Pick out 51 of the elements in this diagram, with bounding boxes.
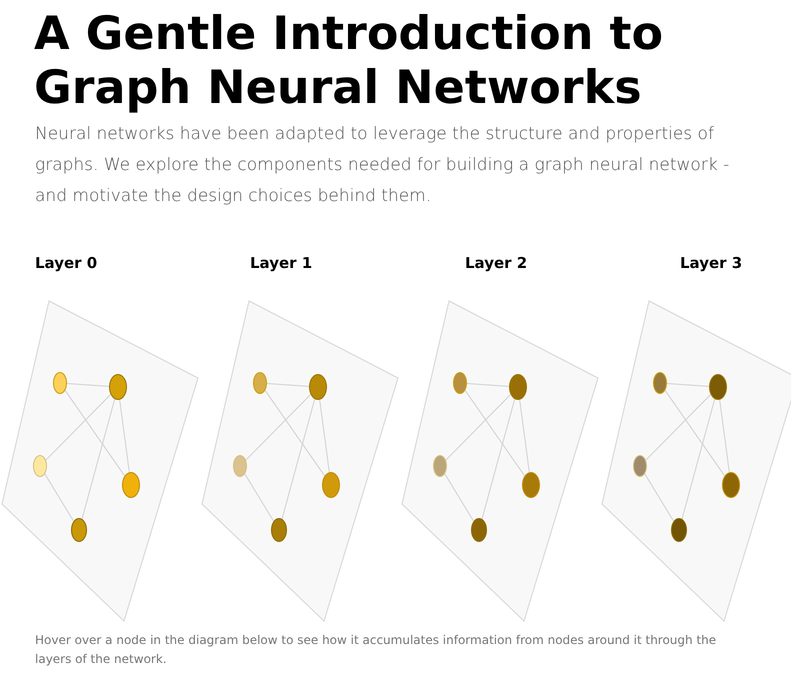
page-title: A Gentle Introduction to Graph Neural Networks xyxy=(34,6,664,114)
graph-edge xyxy=(466,382,510,387)
graph-node xyxy=(433,455,447,477)
graph-node xyxy=(109,374,127,400)
intro-paragraph: Neural networks have been adapted to leverage the structure and properties of graphs. We explore the components needed for building a graph neural network - and motivate the design choices behind them. xyxy=(35,123,730,208)
graph-node xyxy=(253,372,267,394)
graph-node xyxy=(233,455,247,477)
graph-edge xyxy=(64,390,126,476)
graph-edge xyxy=(266,382,310,387)
layer-heading: Layer 3 xyxy=(680,254,742,272)
layer-heading: Layer 1 xyxy=(250,254,312,272)
graph-edge xyxy=(519,399,530,473)
graph-edge xyxy=(682,398,716,520)
graph-node xyxy=(671,518,687,542)
graph-edge xyxy=(119,399,130,473)
graph-edge xyxy=(245,394,312,461)
layer-heading: Layer 2 xyxy=(465,254,528,272)
graph-node xyxy=(653,372,667,394)
graph-node xyxy=(309,374,327,400)
graph-edge xyxy=(664,390,726,476)
graph-edge xyxy=(464,390,526,476)
graph-node xyxy=(53,372,67,394)
layer-heading: Layer 0 xyxy=(35,254,98,272)
graph-node xyxy=(633,455,647,477)
graph-edge xyxy=(445,394,512,461)
graph-node xyxy=(322,472,340,498)
graph-edge xyxy=(719,399,730,473)
graph-edge xyxy=(645,394,712,461)
graph-edge xyxy=(66,382,110,387)
graph-edge xyxy=(244,473,274,522)
graph-node xyxy=(122,472,140,498)
graph-edge xyxy=(45,394,112,461)
graph-node xyxy=(722,472,740,498)
graph-node xyxy=(471,518,487,542)
graph-edge xyxy=(264,390,326,476)
graph-node xyxy=(522,472,540,498)
graph-node xyxy=(453,372,467,394)
graph-node xyxy=(509,374,527,400)
graph-edge xyxy=(644,473,674,522)
graph-edge xyxy=(82,398,116,520)
graph-edge xyxy=(444,473,474,522)
graph-edge xyxy=(666,382,710,387)
graph-edge xyxy=(319,399,330,473)
graph-edge xyxy=(482,398,516,520)
graph-node xyxy=(271,518,287,542)
graph-edge xyxy=(44,473,74,522)
graph-edge xyxy=(282,398,316,520)
graph-node xyxy=(71,518,87,542)
hover-note: Hover over a node in the diagram below to see how it accumulates information from nodes around it through the layers of the network. xyxy=(35,632,718,668)
graph-node xyxy=(33,455,47,477)
graph-node xyxy=(709,374,727,400)
